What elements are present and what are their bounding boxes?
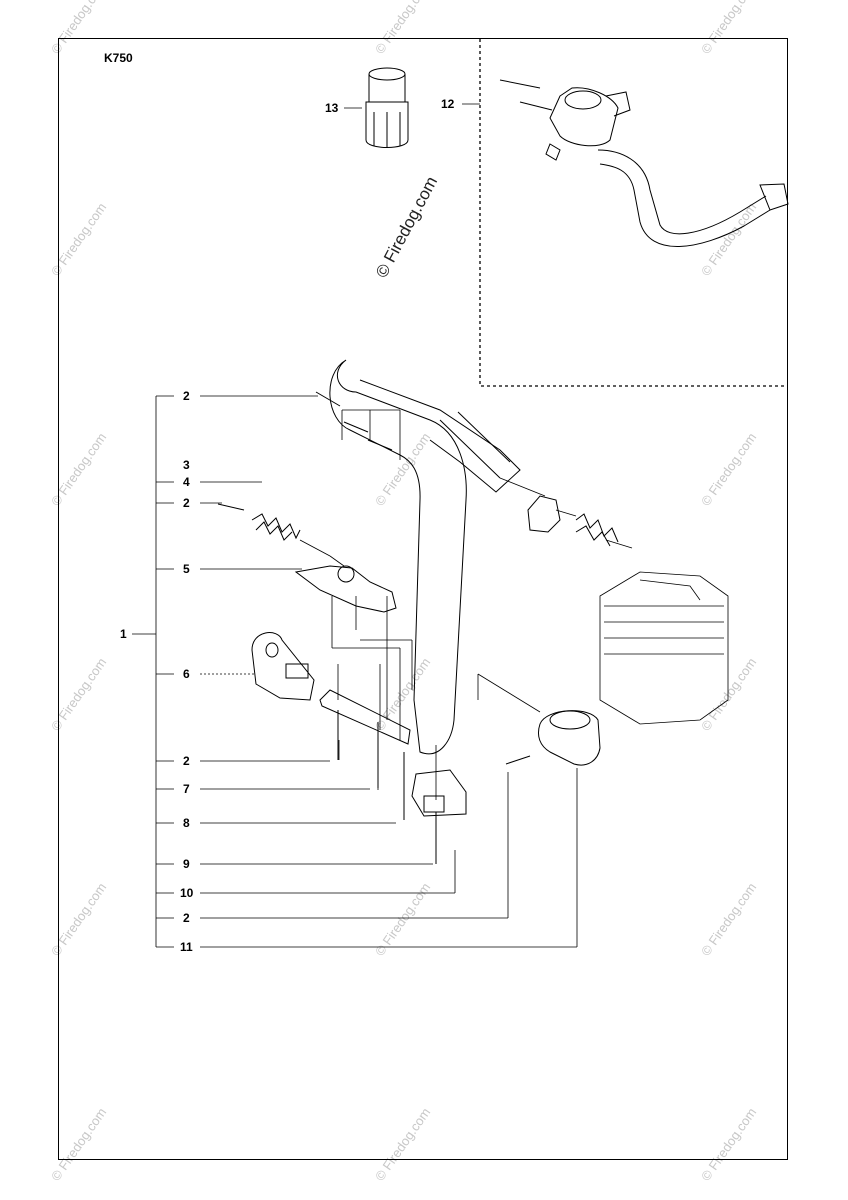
part-10-damper (411, 769, 467, 817)
callout-4: 4 (183, 475, 190, 489)
part-12-valve-hose (499, 79, 789, 247)
screws (315, 391, 531, 864)
callout-10: 10 (180, 886, 194, 900)
part-11-cup (537, 710, 601, 766)
model-label: K750 (104, 51, 133, 65)
callout-1: 1 (120, 627, 127, 641)
callout-6: 6 (183, 667, 190, 681)
leader-lines (132, 103, 633, 948)
plate (319, 689, 411, 745)
callout-2: 2 (183, 754, 190, 768)
callout-5: 5 (183, 562, 190, 576)
callout-13: 13 (325, 101, 339, 115)
callout-9: 9 (183, 857, 190, 871)
callout-11: 11 (180, 940, 193, 954)
callout-8: 8 (183, 816, 190, 830)
part-6-block (251, 632, 315, 701)
callout-12: 12 (441, 97, 455, 111)
part-5-lever (294, 565, 397, 613)
part-13-nut (365, 67, 409, 148)
spring-and-screw (217, 495, 619, 547)
callout-2: 2 (183, 389, 190, 403)
cylinder (599, 571, 729, 725)
callout-2: 2 (183, 496, 190, 510)
callout-7: 7 (183, 782, 190, 796)
handle-tube (329, 359, 521, 755)
callout-3: 3 (183, 458, 190, 472)
inset-dashed-border (479, 39, 787, 387)
callout-2: 2 (183, 911, 190, 925)
diagram-frame (58, 38, 788, 1160)
